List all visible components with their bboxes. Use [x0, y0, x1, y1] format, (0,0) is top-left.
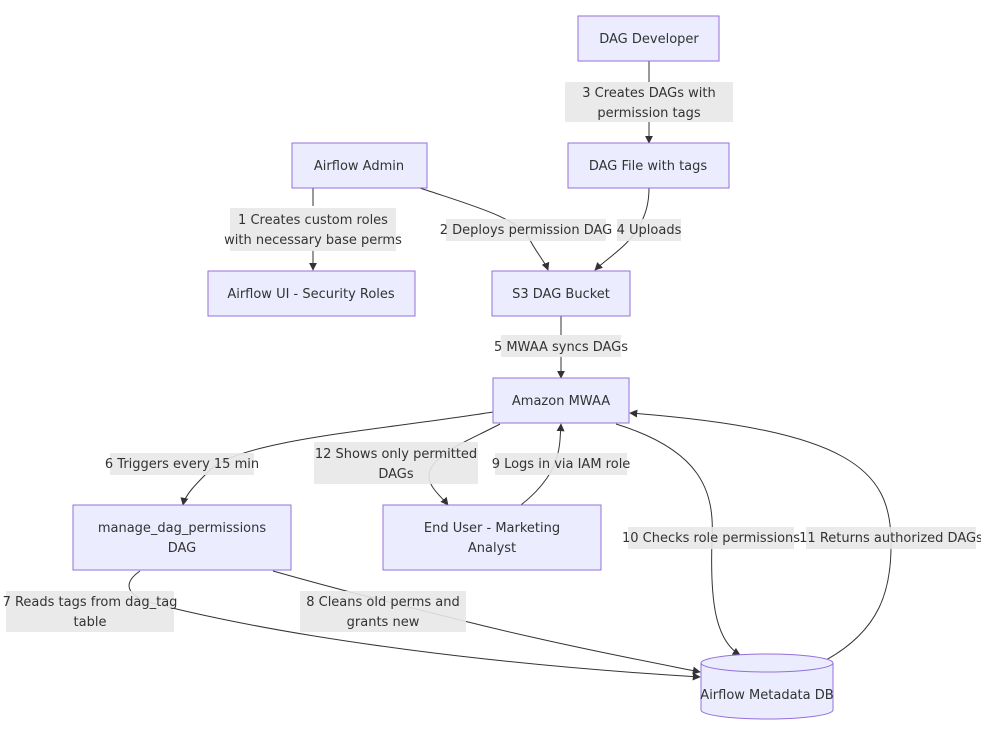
- node-airflow-admin-label: Airflow Admin: [314, 159, 404, 174]
- edge-label-1-line-2: with necessary base perms: [224, 233, 402, 248]
- edge-label-5-line-1: 5 MWAA syncs DAGs: [494, 340, 628, 355]
- edge-label-10-line-1: 10 Checks role permissions: [622, 531, 800, 546]
- edge-label-12: 12 Shows only permitted DAGs: [314, 442, 478, 484]
- node-end-user[interactable]: End User - Marketing Analyst: [382, 504, 602, 571]
- edge-label-4-line-1: 4 Uploads: [617, 223, 682, 238]
- edge-label-2-line-1: 2 Deploys permission DAG: [440, 223, 612, 238]
- edge-label-3-line-1: 3 Creates DAGs with: [582, 86, 716, 101]
- edge-label-7-line-1: 7 Reads tags from dag_tag: [3, 595, 178, 610]
- node-mwaa[interactable]: Amazon MWAA: [492, 377, 630, 424]
- node-mwaa-label: Amazon MWAA: [512, 394, 610, 409]
- edge-label-5: 5 MWAA syncs DAGs: [494, 335, 628, 357]
- edge-label-8-line-1: 8 Cleans old perms and: [306, 595, 460, 610]
- node-manage-dag-permissions-line-2: DAG: [168, 541, 197, 556]
- edge-label-6: 6 Triggers every 15 min: [105, 453, 259, 475]
- node-manage-dag-permissions-line-1: manage_dag_permissions: [98, 521, 267, 536]
- node-dag-file-label: DAG File with tags: [589, 159, 708, 174]
- edge-label-3-line-2: permission tags: [597, 106, 700, 121]
- edges: [128, 61, 892, 681]
- edge-label-9-line-1: 9 Logs in via IAM role: [492, 457, 631, 472]
- node-dag-developer-label: DAG Developer: [599, 32, 699, 47]
- edge-label-9: 9 Logs in via IAM role: [492, 453, 631, 475]
- node-s3-bucket[interactable]: S3 DAG Bucket: [491, 270, 631, 317]
- edge-label-1-line-1: 1 Creates custom roles: [238, 213, 388, 228]
- edge-label-7: 7 Reads tags from dag_tag table: [3, 591, 178, 632]
- edge-label-12-line-2: DAGs: [378, 467, 414, 482]
- node-security-roles-label: Airflow UI - Security Roles: [227, 287, 395, 302]
- edge-mwaa-to-managedag: [180, 411, 494, 506]
- node-dag-developer[interactable]: DAG Developer: [577, 15, 720, 62]
- edge-label-2: 2 Deploys permission DAG: [440, 219, 612, 241]
- node-dag-file[interactable]: DAG File with tags: [567, 142, 730, 189]
- edge-label-3: 3 Creates DAGs with permission tags: [565, 82, 733, 122]
- node-end-user-line-1: End User - Marketing: [424, 521, 560, 536]
- node-metadata-db[interactable]: Airflow Metadata DB: [700, 653, 834, 720]
- edge-label-11-line-1: 11 Returns authorized DAGs: [799, 531, 981, 546]
- edge-label-6-line-1: 6 Triggers every 15 min: [105, 457, 259, 472]
- edge-label-7-line-2: table: [74, 615, 107, 630]
- edge-label-4: 4 Uploads: [617, 219, 682, 241]
- edge-db-to-mwaa: [629, 409, 892, 661]
- edge-label-12-line-1: 12 Shows only permitted: [315, 447, 477, 462]
- node-end-user-line-2: Analyst: [468, 541, 516, 556]
- edge-labels: 1 Creates custom roles with necessary ba…: [3, 82, 981, 632]
- nodes: DAG Developer Airflow Admin DAG File wit…: [72, 15, 834, 720]
- edge-label-1: 1 Creates custom roles with necessary ba…: [224, 208, 402, 251]
- edge-label-8-line-2: grants new: [347, 615, 420, 630]
- node-s3-bucket-label: S3 DAG Bucket: [512, 287, 610, 302]
- edge-label-10: 10 Checks role permissions: [622, 527, 800, 549]
- node-security-roles[interactable]: Airflow UI - Security Roles: [207, 270, 416, 317]
- node-metadata-db-label: Airflow Metadata DB: [700, 688, 833, 703]
- edge-label-11: 11 Returns authorized DAGs: [799, 527, 981, 549]
- edge-label-8: 8 Cleans old perms and grants new: [300, 591, 466, 632]
- node-manage-dag-permissions[interactable]: manage_dag_permissions DAG: [72, 504, 292, 571]
- node-airflow-admin[interactable]: Airflow Admin: [291, 142, 428, 189]
